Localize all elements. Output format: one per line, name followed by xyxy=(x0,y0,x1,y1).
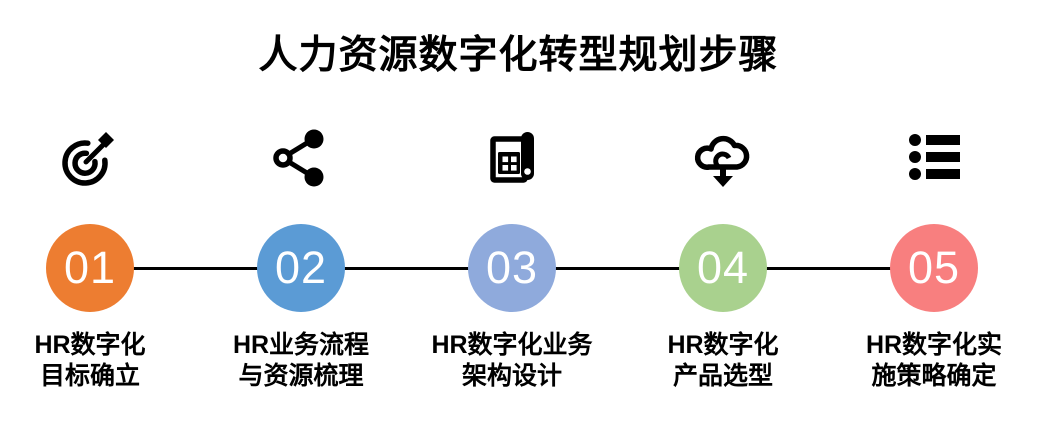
step-item-4: 04 HR数字化 产品选型 xyxy=(613,120,833,415)
step-item-1: 01 HR数字化 目标确立 xyxy=(0,120,200,415)
diagram-title: 人力资源数字化转型规划步骤 xyxy=(258,34,779,77)
step-number: 05 xyxy=(907,242,961,293)
step-label-line2: 产品选型 xyxy=(672,361,773,390)
step-label-line1: HR数字化 xyxy=(667,331,779,359)
step-number-badge: 02 xyxy=(257,224,345,312)
step-label-line2: 施策略确定 xyxy=(871,361,997,390)
step-number: 04 xyxy=(696,242,750,293)
step-label-line2: 与资源梳理 xyxy=(238,361,364,390)
step-label: HR数字化 产品选型 xyxy=(613,330,833,391)
step-label-line1: HR业务流程 xyxy=(232,331,370,359)
step-label-line2: 目标确立 xyxy=(39,361,140,390)
step-item-2: 02 HR业务流程 与资源梳理 xyxy=(191,120,411,415)
step-item-3: 03 HR数字化业务 架构设计 xyxy=(402,120,622,415)
share-network-icon xyxy=(191,120,411,196)
step-label-line1: HR数字化 xyxy=(34,331,146,359)
step-label: HR数字化业务 架构设计 xyxy=(402,330,622,391)
step-item-5: 05 HR数字化实 施策略确定 xyxy=(824,120,1037,415)
step-number: 03 xyxy=(485,242,539,293)
step-label: HR数字化实 施策略确定 xyxy=(824,330,1037,391)
blueprint-plan-icon xyxy=(402,120,622,196)
step-number: 01 xyxy=(63,242,117,293)
step-number-badge: 04 xyxy=(679,224,767,312)
step-label-line2: 架构设计 xyxy=(461,361,562,390)
step-number-badge: 01 xyxy=(46,224,134,312)
step-label: HR业务流程 与资源梳理 xyxy=(191,330,411,391)
step-label-line1: HR数字化业务 xyxy=(431,331,593,359)
step-number-badge: 05 xyxy=(890,224,978,312)
cloud-download-icon xyxy=(613,120,833,196)
bulleted-list-icon xyxy=(824,120,1037,196)
step-label-line1: HR数字化实 xyxy=(865,331,1003,359)
goal-target-dart-icon xyxy=(0,120,200,196)
step-label: HR数字化 目标确立 xyxy=(0,330,200,391)
step-number-badge: 03 xyxy=(468,224,556,312)
step-number: 02 xyxy=(274,242,328,293)
